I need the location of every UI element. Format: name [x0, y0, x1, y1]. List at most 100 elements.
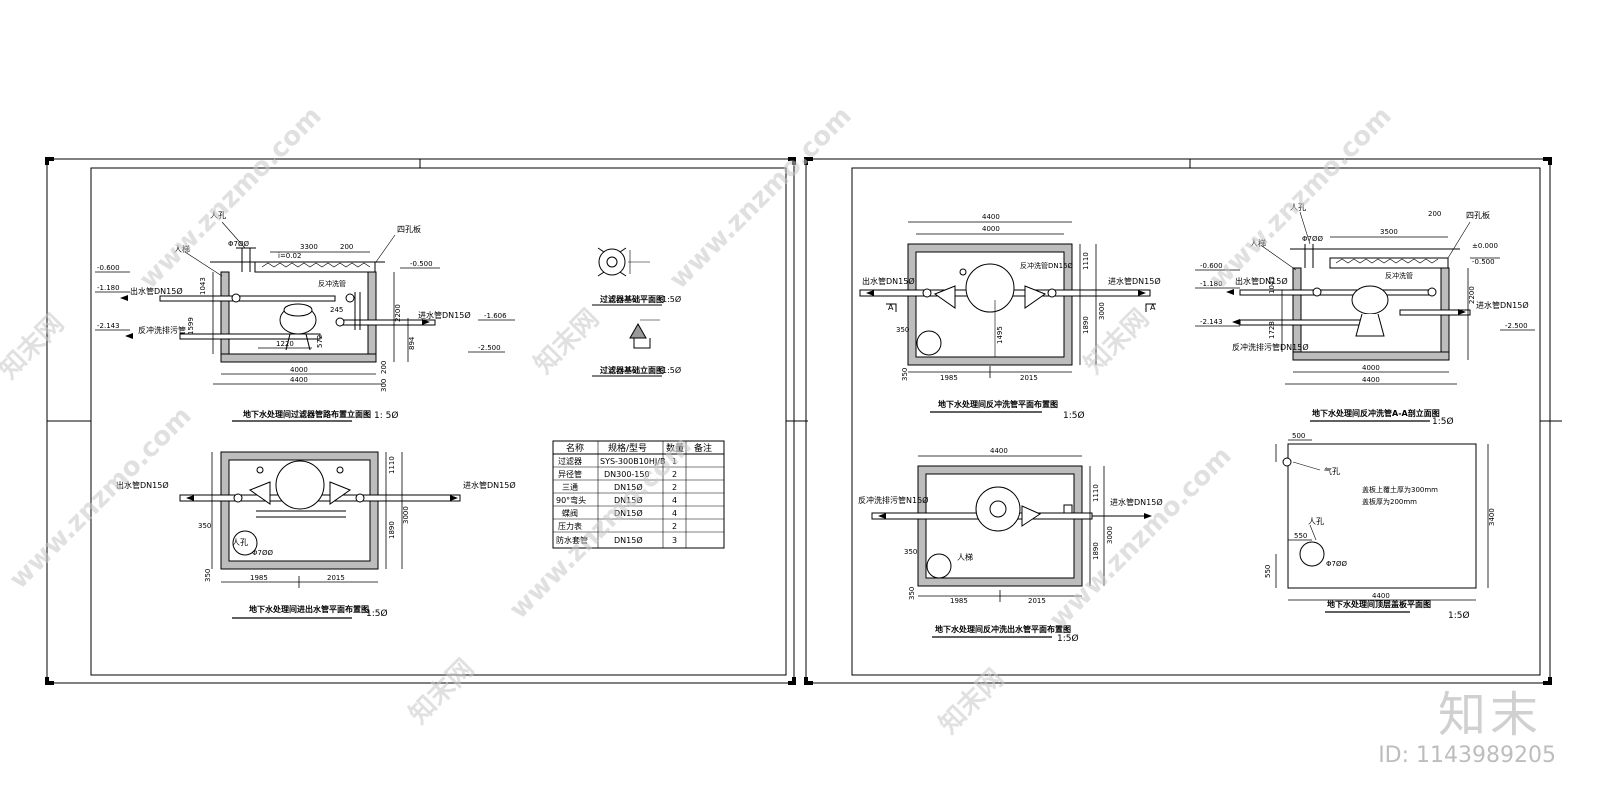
rplan2-dim-2: 350	[908, 587, 916, 600]
rplan2-dim-5: 1110	[1092, 484, 1100, 502]
elev-dim-1: 200	[340, 243, 353, 251]
table-header-note: 备注	[694, 442, 712, 454]
sect-scale: 1:5Ø	[1432, 416, 1454, 427]
elev-level-5: -2.500	[478, 344, 501, 352]
rplan2-dim-6: 1890	[1092, 542, 1100, 560]
elev-level-1: -1.180	[97, 284, 120, 292]
watermark-brand: 知末网	[404, 654, 480, 730]
elev-dim-3: 1599	[187, 317, 195, 335]
sect-dim-5: 4000	[1362, 364, 1380, 372]
rplan2-dim-0: 4400	[990, 447, 1008, 455]
right-sheet-frame	[804, 157, 1562, 685]
table-row: 蝶阀 DN15Ø 4	[562, 508, 677, 518]
sect-dim-2: 1728	[1268, 321, 1276, 339]
elev-dim-11: 200	[380, 361, 388, 374]
elev-label-outlet: 出水管DN15Ø	[130, 286, 183, 296]
rplan1-scale: 1:5Ø	[1063, 410, 1085, 421]
lplan-dim-4: 1110	[388, 456, 396, 474]
table-row: 压力表 2	[558, 521, 677, 531]
watermark-layer: www.znzmo.com 知末网 www.znzmo.com 知末网 www.…	[0, 101, 1398, 740]
lplan-label-manhole: 人孔	[232, 538, 248, 547]
rplan1-dim-3: 350	[901, 368, 909, 381]
roof-note-1: 盖板上覆土厚为300mm	[1362, 485, 1438, 494]
watermark-brand: 知末网	[1079, 304, 1155, 380]
sect-label-manhole: 人孔	[1290, 203, 1306, 212]
lplan-label-outlet: 出水管DN15Ø	[116, 480, 169, 490]
sect-label-backwash2: 反冲洗管	[1385, 271, 1413, 280]
lplan-dim-5: 3000	[402, 506, 410, 524]
table-header-qty: 数量	[666, 442, 684, 454]
right-plan1-drawing	[859, 221, 1156, 378]
rplan2-scale: 1:5Ø	[1057, 633, 1079, 644]
rplan2-label-backwash: 反冲洗排污管N15Ø	[858, 495, 928, 505]
right-plan2-drawing	[871, 455, 1152, 602]
rplan1-label-backwash: 反冲洗管DN15Ø	[1020, 261, 1074, 270]
table-cell: DN15Ø	[614, 482, 643, 492]
lplan-label-inlet: 进水管DN15Ø	[463, 480, 516, 490]
rplan2-dim-3: 1985	[950, 597, 968, 605]
table-row: 90°弯头 DN15Ø 4	[556, 495, 677, 505]
table-cell: 防水套管	[556, 535, 588, 545]
sect-label-backwash: 反冲洗排污管DN15Ø	[1232, 342, 1309, 352]
table-header-spec: 规格/型号	[608, 442, 647, 454]
sect-dim-0: 3500	[1380, 228, 1398, 236]
sect-level-4: -0.500	[1472, 258, 1495, 266]
rplan1-dim-1: 4000	[982, 225, 1000, 233]
elev-dim-5: 572	[316, 335, 324, 348]
elev-dim-6: 245	[330, 306, 343, 314]
detail1-title: 过滤器基础平面图	[600, 294, 664, 304]
sect-dim-3: 1043	[1268, 276, 1276, 294]
sect-dim-6: 4400	[1362, 376, 1380, 384]
elev-dim-0: 3300	[300, 243, 318, 251]
table-cell: 过滤器	[558, 456, 582, 466]
sect-label-outlet: 出水管DN15Ø	[1235, 276, 1288, 286]
roof-dim-0: 500	[1292, 432, 1305, 440]
lplan-title: 地下水处理间进出水管平面布置图	[249, 604, 369, 614]
elev-label-slope: i=0.02	[278, 252, 301, 260]
table-cell: DN15Ø	[614, 535, 643, 545]
rplan1-dim-8: 3000	[1098, 302, 1106, 320]
rplan1-dim-6: 1110	[1082, 252, 1090, 270]
watermark-brand: 知末网	[0, 309, 70, 385]
elev-dim-8: 894	[408, 336, 416, 350]
right-roof-drawing	[1275, 439, 1489, 601]
sect-level-2: -1.180	[1200, 280, 1223, 288]
elev-label-inlet: 进水管DN15Ø	[418, 310, 471, 320]
elev-level-0: -0.600	[97, 264, 120, 272]
sect-label-fourhole: 四孔板	[1466, 210, 1490, 220]
lplan-scale: 1:5Ø	[366, 608, 388, 619]
elev-level-3: -0.500	[410, 260, 433, 268]
table-cell: 4	[672, 496, 677, 505]
rplan1-dim-4: 1985	[940, 374, 958, 382]
watermark-brand: 知末网	[529, 304, 605, 380]
elev-label-backwash: 反冲洗排污管	[138, 325, 186, 335]
watermark-site: www.znzmo.com	[4, 401, 198, 595]
table-row: 三通 DN15Ø 2	[562, 482, 677, 492]
roof-dim-3: 4400	[1372, 592, 1390, 600]
elev-level-2: -2.143	[97, 322, 120, 330]
sect-level-0: ±0.000	[1472, 242, 1498, 250]
elev-dim-9: 4000	[290, 366, 308, 374]
rplan1-dim-9: 1495	[996, 326, 1004, 344]
roof-label-vent: 气孔	[1324, 466, 1340, 476]
sect-label-phi: Φ7ØØ	[1302, 235, 1323, 243]
table-cell: 异径管	[558, 469, 582, 479]
rplan1-dim-5: 2015	[1020, 374, 1038, 382]
filter-base-details	[592, 247, 662, 377]
rplan2-dim-1: 350	[904, 548, 917, 556]
rplan1-dim-0: 4400	[982, 213, 1000, 221]
table-cell: 3	[672, 536, 677, 545]
sect-level-5: -2.500	[1505, 322, 1528, 330]
elev-label-manhole: 人孔	[210, 211, 226, 220]
table-row: 过滤器 SYS-300B10HJ/B 1	[558, 456, 677, 466]
elev-label-ladder: 人梯	[174, 244, 190, 254]
left-plan-drawing	[179, 451, 461, 588]
sect-label-inlet: 进水管DN15Ø	[1476, 300, 1529, 310]
sect-level-3: -2.143	[1200, 318, 1223, 326]
detail2-title: 过滤器基础立面图	[600, 365, 664, 375]
left-sheet-frame	[45, 157, 808, 685]
lplan-dim-3: 350	[204, 569, 212, 582]
roof-note-2: 盖板厚为200mm	[1362, 497, 1417, 506]
table-cell: DN300-150	[604, 470, 650, 479]
